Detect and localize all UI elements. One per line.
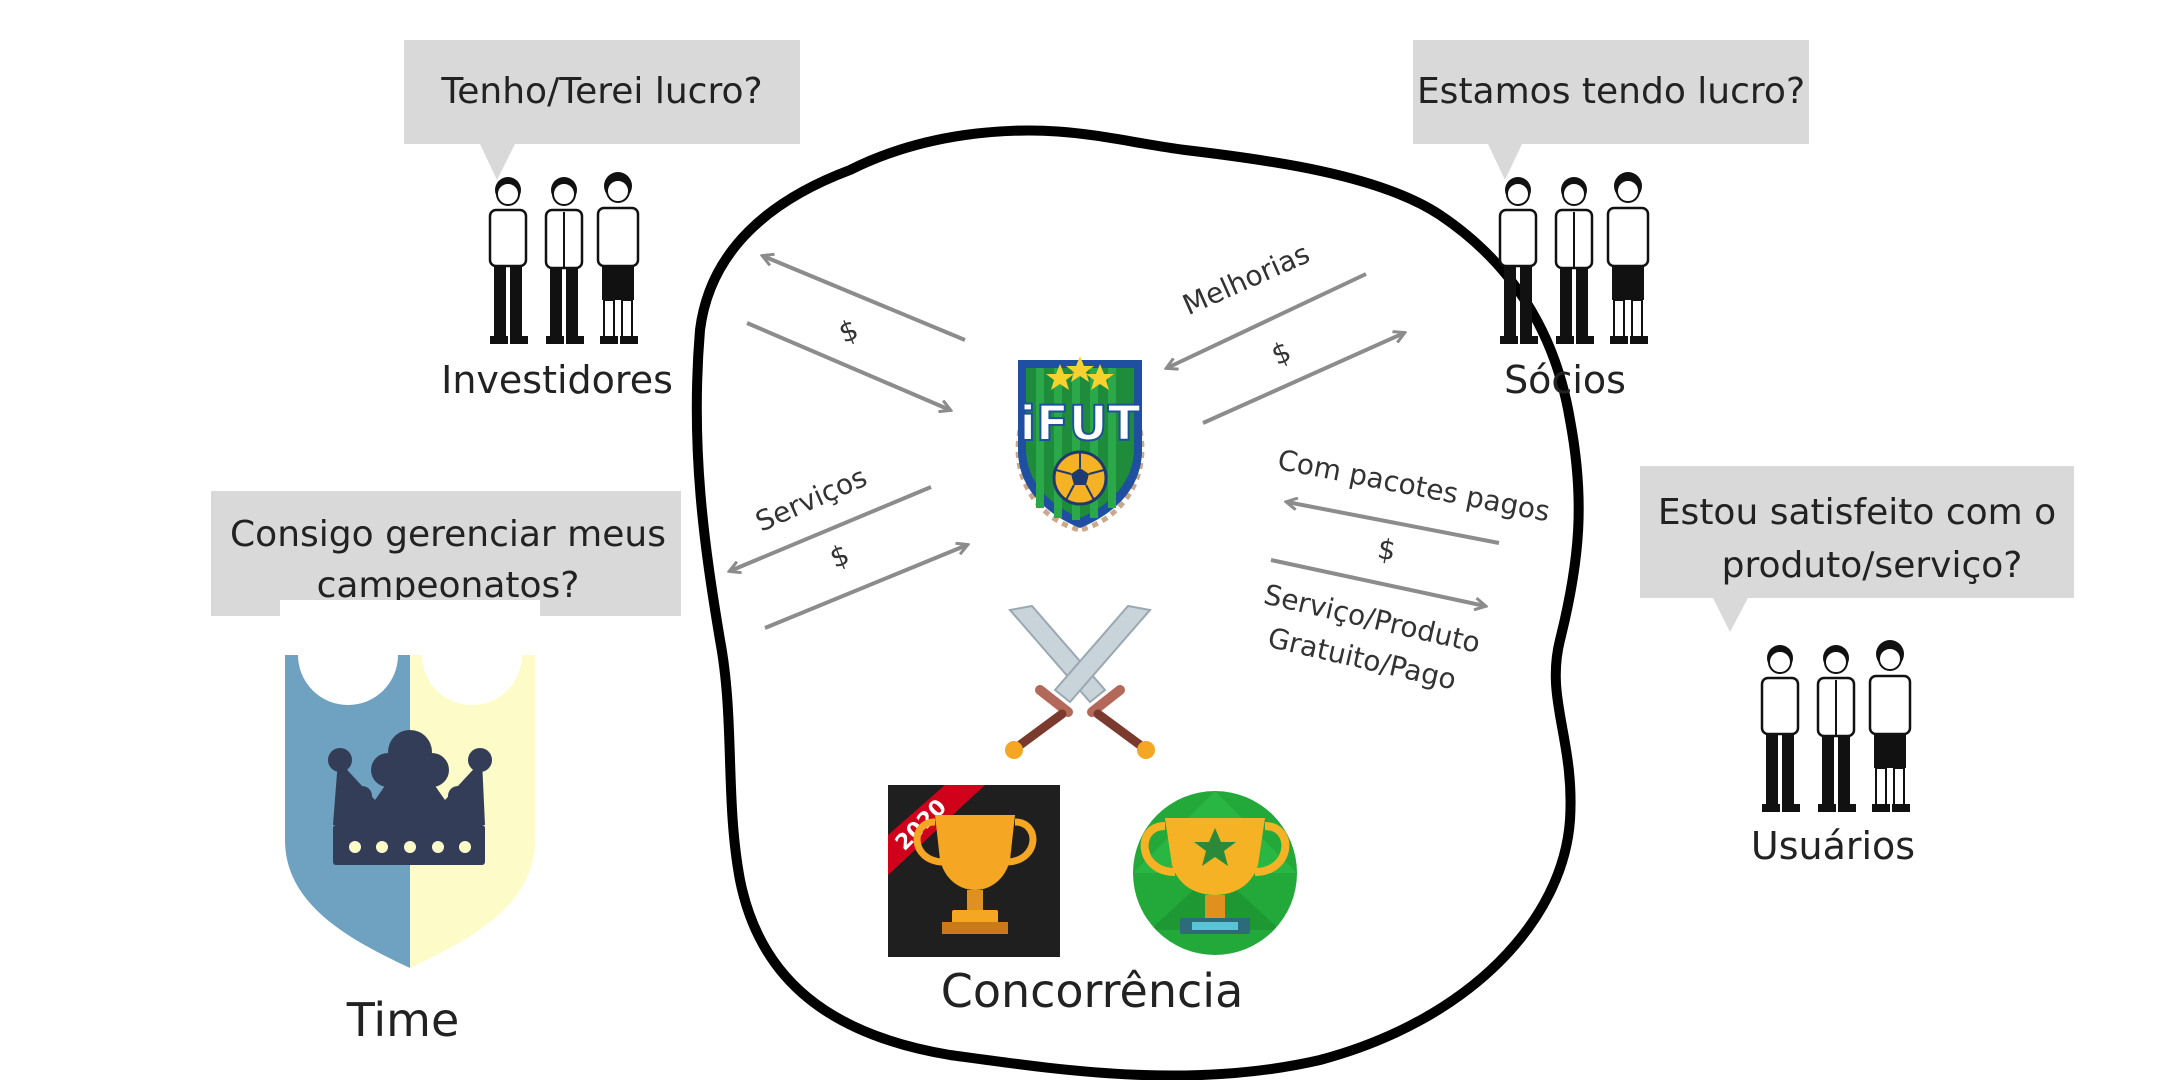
usuarios-people-icon — [1760, 640, 1912, 812]
usuarios-group: Estou satisfeito com o produto/serviço? … — [1640, 466, 2074, 868]
crown-shield-icon — [280, 600, 540, 968]
crown-icon — [328, 730, 492, 865]
investidores-question: Tenho/Terei lucro? — [440, 71, 762, 112]
concorrencia-label: Concorrência — [941, 964, 1244, 1018]
socios-group: Estamos tendo lucro? Sócios — [1413, 40, 1809, 402]
investidores-label: Investidores — [441, 358, 673, 402]
ifut-wordmark: iFUT — [1020, 396, 1141, 452]
usuarios-bubble-tail — [1713, 598, 1748, 632]
arrow-ifut-to-socios — [1202, 333, 1404, 425]
usuarios-bubble — [1640, 466, 2074, 598]
investidores-bubble — [404, 40, 800, 144]
socios-bubble — [1413, 40, 1809, 144]
arrow-investidores-to-ifut — [746, 321, 950, 410]
time-bubble — [211, 491, 681, 616]
arrow-ifut-to-usuarios — [1270, 558, 1485, 606]
investidores-money-label: $ — [834, 313, 863, 350]
soccer-ball-icon — [1052, 450, 1108, 506]
investidores-group: Tenho/Terei lucro? Investidores — [404, 40, 800, 402]
arrow-time-to-ifut — [764, 545, 967, 630]
socios-label: Sócios — [1504, 358, 1626, 402]
servicos-label: Serviços — [751, 460, 872, 538]
crossed-swords-icon — [1005, 604, 1155, 759]
time-money-label: $ — [825, 538, 854, 575]
socios-question: Estamos tendo lucro? — [1417, 71, 1805, 112]
time-question-line2: campeonatos? — [317, 565, 580, 606]
trophy-icon — [1140, 818, 1290, 934]
socios-bubble-tail — [1488, 144, 1522, 180]
arrow-ifut-to-investidores — [763, 256, 966, 342]
usuarios-label: Usuários — [1751, 824, 1915, 868]
competitor-app-1-icon: 2020 — [888, 785, 1060, 957]
trophy-icon — [913, 815, 1037, 934]
investidores-people-icon — [488, 172, 640, 344]
ecosystem-boundary — [691, 125, 1584, 1080]
arrow-usuarios-to-ifut — [1287, 502, 1500, 545]
investidores-bubble-tail — [480, 144, 515, 180]
socios-money-label: $ — [1266, 335, 1296, 372]
ifut-logo: iFUT — [1015, 356, 1145, 533]
arrow-ifut-to-time — [730, 485, 932, 571]
ifut-stars-icon — [1046, 356, 1114, 390]
competitor-app-2-icon — [1133, 791, 1297, 955]
flow-arrows — [730, 256, 1500, 630]
usuarios-money-label: $ — [1375, 532, 1398, 568]
arrow-socios-to-ifut — [1167, 272, 1367, 368]
time-group: Consigo gerenciar meus campeonatos? — [211, 491, 681, 1047]
socios-people-icon — [1498, 172, 1650, 344]
time-question-line1: Consigo gerenciar meus — [230, 514, 666, 555]
usuarios-question-line2: produto/serviço? — [1722, 545, 2023, 586]
usuarios-question-line1: Estou satisfeito com o — [1658, 492, 2056, 533]
time-label: Time — [346, 993, 460, 1047]
com-pacotes-pagos-label: Com pacotes pagos — [1275, 443, 1553, 528]
